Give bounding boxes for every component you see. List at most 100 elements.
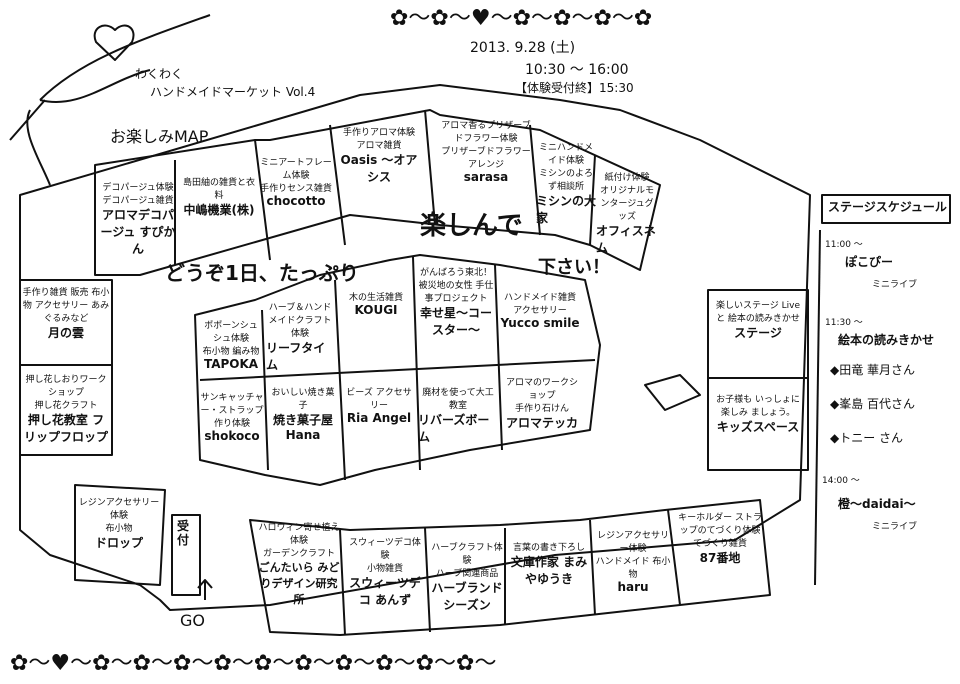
booth-name: オフィスネム (596, 224, 656, 255)
booth-bubble: ミニハンドメイド体験 (538, 143, 593, 166)
booth-name: chocotto (266, 194, 326, 208)
schedule-name: ◆峯島 百代さん (830, 397, 916, 411)
booth-name: Oasis 〜オアシス (340, 153, 418, 184)
booth-bottom-2: ハーブクラフト体験 ハーブ関連商品 ハーブランド シーズン (430, 540, 504, 613)
booth-name: スウィーツデコ あんず (349, 576, 421, 607)
event-date: 2013. 9.28 (土) (470, 40, 576, 56)
booth-name: ドロップ (94, 536, 143, 550)
booth-bubble: レジンアクセサリー体験 (78, 498, 160, 521)
booth-bottom-5: キーホルダー ストラップのてづくり体験 てづくり雑貨 87番地 (676, 510, 764, 566)
booth-bubble: ハーブクラフト体験 (431, 543, 503, 566)
schedule-title: ステージスケジュール (828, 200, 947, 214)
booth-center2-0: サンキャッチャー・ストラップ作り体験 shokoco (200, 390, 264, 443)
booth-center1-2: 木の生活雑貨 KOUGI (340, 290, 412, 317)
booth-left-0: 手作り雑貨 販売 布小物 アクセサリー あみぐるみなど 月の雲 (22, 285, 110, 341)
booth-desc: ハンドメイド 布小物 (595, 557, 671, 580)
booth-center1-0: ポポーンシュシュ体験 布小物 編み物 TAPOKA (200, 318, 262, 371)
booth-name: 文庫作家 まみやゆうき (510, 555, 588, 586)
schedule-name: ◆トニー さん (830, 431, 904, 445)
schedule-time: 11:00 〜 (825, 240, 863, 250)
booth-bubble: 廃材を使って大工教室 (422, 388, 494, 411)
booth-desc: ハンドメイド雑貨 アクセサリー (503, 293, 576, 316)
booth-desc: ガーデンクラフト (262, 549, 335, 559)
schedule-title-box (821, 194, 951, 224)
event-time: 10:30 〜 16:00 (525, 62, 629, 78)
schedule-name: 橙〜daidai〜 (838, 497, 916, 511)
booth-stage: 楽しいステージ Liveと 絵本の読みきかせ ステージ (712, 298, 804, 341)
booth-top-3: 手作りアロマ体験 アロマ雑貨 Oasis 〜オアシス (338, 125, 420, 185)
top-booth-row (94, 109, 661, 276)
booth-bottom-3: 言葉の書き下ろし 文庫作家 まみやゆうき (508, 540, 590, 587)
ribbon-decoration (9, 14, 211, 186)
booth-name: Ria Angel (346, 411, 412, 425)
booth-name: ミシンの大家 (536, 194, 597, 225)
booth-left-1: 押し花しおりワークショップ 押し花クラフト 押し花教室 フリップフロップ (22, 372, 110, 445)
booth-bubble: アロマ香るプリザーブドフラワー体験 (441, 121, 531, 144)
booth-bottom-1: スウィーツデコ体験 小物雑貨 スウィーツデコ あんず (346, 535, 424, 608)
booth-top-5: ミニハンドメイド体験 ミシンのよろず相談所 ミシンの大家 (536, 140, 596, 226)
booth-name: sarasa (463, 170, 509, 184)
booth-center1-4: ハンドメイド雑貨 アクセサリー Yucco smile (500, 290, 580, 330)
event-title-line2: ハンドメイドマーケット Vol.4 (150, 85, 316, 99)
booth-top-6: 紙付け体験 オリジナルモンタージュグッズ オフィスネム (596, 170, 658, 256)
booth-center2-2: ビーズ アクセサリー Ria Angel (345, 385, 413, 425)
booth-desc: がんばろう東北！被災地の女性 手仕事プロジェクト (418, 268, 494, 304)
schedule-time: 11:30 〜 (825, 318, 863, 328)
booth-bubble: スウィーツデコ体験 (349, 538, 421, 561)
booth-center1-1: ハーブ＆ハンドメイドクラフト体験 リーフタイム (266, 300, 334, 373)
booth-center2-3: 廃材を使って大工教室 リバーズボーム (418, 385, 498, 445)
booth-center1-3: がんばろう東北！被災地の女性 手仕事プロジェクト 幸せ星〜コースター〜 (416, 265, 496, 338)
banner-end: 下さい！ (538, 257, 610, 278)
booth-desc: アロマ雑貨 (356, 141, 402, 151)
booth-name: 中嶋機業(株) (183, 203, 255, 217)
booth-desc: 小物雑貨 (366, 564, 403, 574)
booth-name: Yucco smile (500, 316, 580, 330)
booth-name: リバーズボーム (418, 413, 490, 444)
booth-desc: 布小物 編み物 (202, 347, 260, 357)
booth-desc: 手作り石けん (514, 404, 569, 414)
reception-end: 【体験受付終】15:30 (515, 81, 634, 95)
schedule-name: 絵本の読みきかせ (838, 333, 935, 347)
schedule-name: ◆田竜 華月さん (830, 363, 916, 377)
booth-name: アロマテッカ (505, 416, 578, 430)
booth-desc: 押し花クラフト (34, 401, 98, 411)
booth-name: アロマデコパージュ すぴかん (100, 208, 176, 256)
booth-desc: ビーズ アクセサリー (346, 388, 412, 411)
booth-desc: プリザーブドフラワーアレンジ (441, 147, 531, 170)
booth-desc: お子様も いっしょに楽しみ ましょう。 (716, 395, 800, 418)
booth-desc: デコパージュ雑貨 (102, 196, 174, 206)
booth-desc: オリジナルモンタージュグッズ (599, 186, 654, 222)
booth-bubble: ハーブ＆ハンドメイドクラフト体験 (268, 303, 332, 339)
go-arrow (197, 579, 213, 600)
booth-name: shokoco (204, 429, 260, 443)
booth-name: キッズスペース (716, 420, 800, 434)
center-booth-block (194, 254, 601, 486)
booth-bubble: デコパージュ体験 (102, 183, 174, 193)
booth-desc: 楽しいステージ Liveと 絵本の読みきかせ (715, 301, 801, 324)
booth-desc: ミシンのよろず相談所 (538, 169, 593, 192)
flower-border-top: ✿〜✿〜♥〜✿〜✿〜✿〜✿ (390, 6, 652, 31)
booth-name: ステージ (734, 326, 782, 340)
schedule-sub: ミニライブ (872, 522, 918, 532)
booth-center2-1: おいしい焼き菓子 焼き菓子屋 Hana (268, 385, 338, 442)
booth-drop: レジンアクセサリー体験 布小物 ドロップ (78, 495, 160, 551)
booth-name: KOUGI (354, 303, 398, 317)
booth-name: 月の雲 (47, 326, 84, 340)
booth-desc: てづくり雑貨 (693, 539, 747, 549)
bottom-booth-row (249, 499, 771, 636)
booth-bubble: ポポーンシュシュ体験 (204, 321, 258, 344)
booth-desc: ハーブ関連商品 (435, 569, 499, 579)
booth-bubble: ミニアートフレーム体験 (260, 158, 332, 181)
banner-main: どうぞ1日、たっぷり (165, 261, 359, 285)
booth-bubble: 押し花しおりワークショップ (25, 375, 107, 398)
booth-desc: 手作り雑貨 販売 布小物 アクセサリー あみぐるみなど (22, 288, 110, 324)
booth-name: TAPOKA (203, 357, 259, 371)
booth-desc: おいしい焼き菓子 (271, 388, 335, 411)
booth-name: 焼き菓子屋 Hana (272, 413, 333, 442)
schedule-sub: ミニライブ (872, 280, 918, 290)
booth-bubble: レジンアクセサリー体験 (596, 531, 669, 554)
booth-desc: 手作りセンス雑貨 (260, 184, 332, 194)
booth-top-2: ミニアートフレーム体験 手作りセンス雑貨 chocotto (258, 155, 334, 208)
